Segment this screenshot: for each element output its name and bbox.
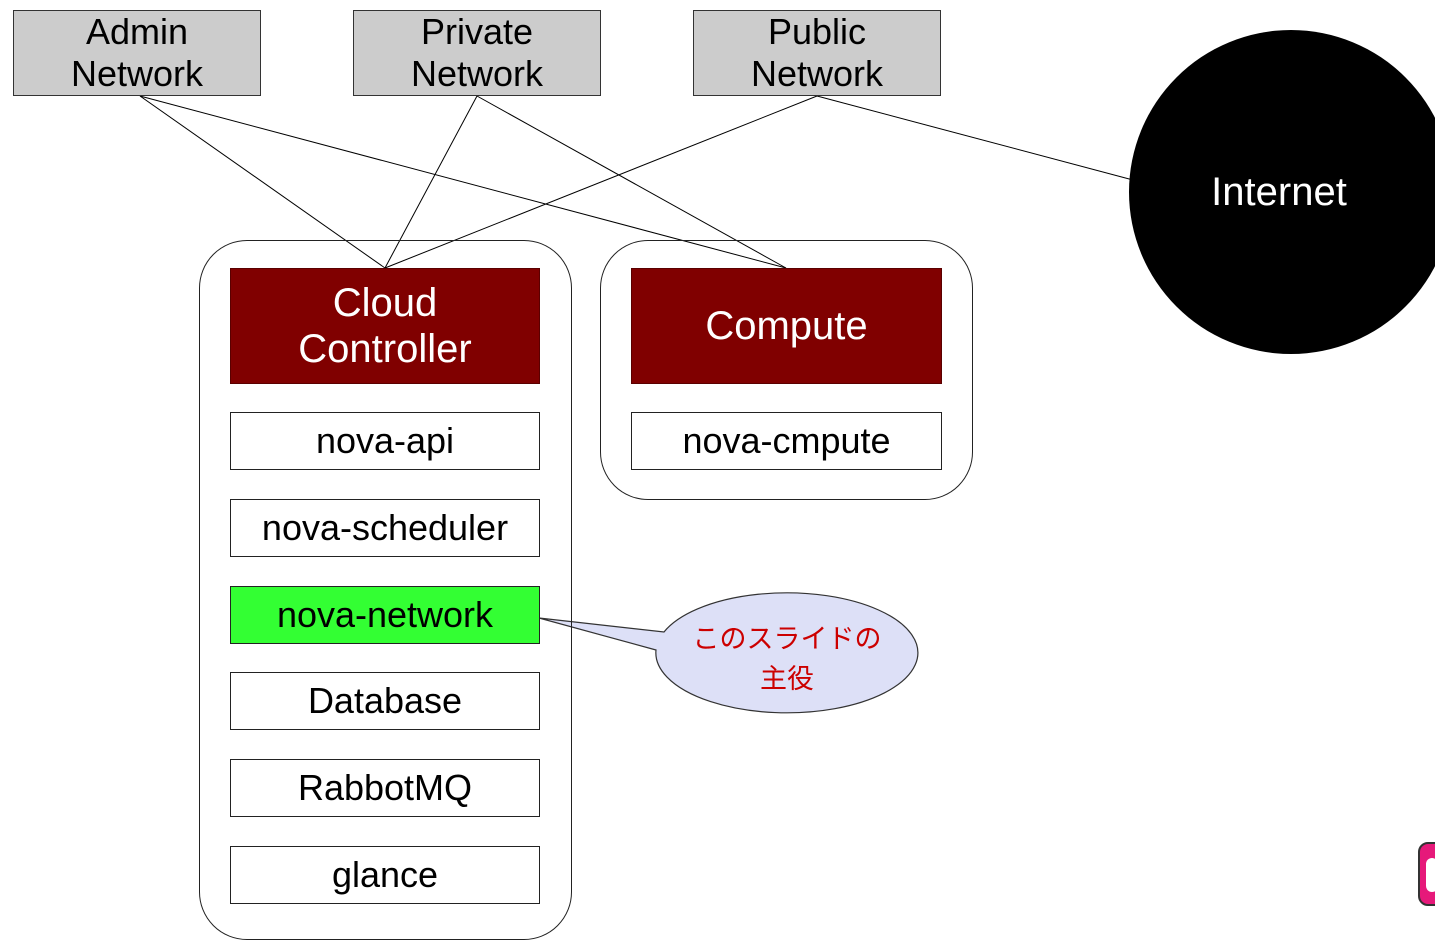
callout-text: このスライドの 主役 (656, 610, 918, 710)
link-public-internet (816, 95, 1134, 181)
service-nova-cmpute: nova-cmpute (631, 412, 942, 470)
cloud-controller-line2: Controller (298, 327, 472, 371)
cloud-controller-header: Cloud Controller (230, 268, 540, 384)
service-nova-api: nova-api (230, 412, 540, 470)
service-database: Database (230, 672, 540, 730)
service-nova-scheduler: nova-scheduler (230, 499, 540, 557)
public-network: Public Network (693, 10, 941, 96)
internet-node: Internet (1129, 30, 1435, 354)
public-network-line1: Public (767, 11, 867, 52)
cloud-controller-line1: Cloud (332, 281, 438, 325)
service-rabbotmq: RabbotMQ (230, 759, 540, 817)
private-network: Private Network (353, 10, 601, 96)
admin-network: Admin Network (13, 10, 261, 96)
public-network-line2: Network (750, 53, 884, 94)
internet-label: Internet (1211, 169, 1347, 214)
compute-group (600, 240, 973, 500)
service-glance: glance (230, 846, 540, 904)
compute-label: Compute (705, 304, 868, 348)
private-network-line1: Private (420, 11, 534, 52)
admin-network-line1: Admin (85, 11, 189, 52)
admin-network-line2: Network (70, 53, 204, 94)
callout-line2: 主役 (760, 664, 814, 695)
private-network-line2: Network (410, 53, 544, 94)
callout-line1: このスライドの (692, 624, 882, 655)
brand-logo-icon (1418, 842, 1435, 906)
compute-header: Compute (631, 268, 942, 384)
service-nova-network: nova-network (230, 586, 540, 644)
